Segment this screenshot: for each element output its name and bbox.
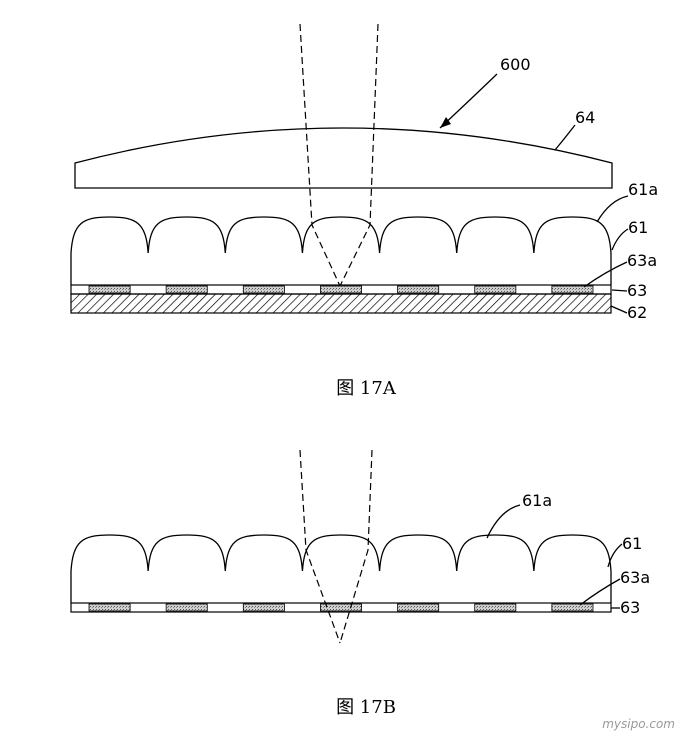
leader-63a bbox=[583, 261, 628, 288]
label-61: 61 bbox=[628, 218, 648, 237]
label-63: 63 bbox=[620, 598, 640, 617]
pixel-63a bbox=[88, 603, 131, 612]
pixel-63a bbox=[397, 603, 440, 612]
light-ray-left bbox=[299, 449, 341, 644]
caption-17b: 图 17B bbox=[336, 697, 396, 718]
label-63: 63 bbox=[627, 281, 647, 300]
leader-61a bbox=[596, 195, 629, 223]
pixel-63a bbox=[88, 285, 131, 294]
label-63a: 63a bbox=[627, 251, 657, 270]
lenslet-array-61 bbox=[70, 534, 612, 603]
pixel-63a bbox=[242, 285, 285, 294]
pixel-row-63a bbox=[88, 285, 594, 294]
figure-17b: 61a 61 63a 63 图 17B bbox=[70, 449, 650, 718]
figure-17a: 600 64 61a 61 63a 63 62 图 17A bbox=[70, 23, 658, 399]
pixel-63a bbox=[320, 285, 362, 294]
pixel-row-63a bbox=[88, 603, 594, 612]
label-61a: 61a bbox=[628, 180, 658, 199]
pixel-63a bbox=[320, 603, 362, 612]
label-63a: 63a bbox=[620, 568, 650, 587]
pixel-63a bbox=[242, 603, 285, 612]
leader-63 bbox=[611, 289, 628, 292]
pixel-63a bbox=[474, 285, 517, 294]
pixel-63a bbox=[474, 603, 517, 612]
lens-64 bbox=[74, 127, 613, 189]
light-ray-right bbox=[339, 23, 379, 287]
pixel-63a bbox=[397, 285, 440, 294]
caption-17a: 图 17A bbox=[336, 378, 397, 399]
lenslet-outline bbox=[70, 534, 612, 603]
leader-61 bbox=[611, 228, 629, 251]
label-61a: 61a bbox=[522, 491, 552, 510]
leader-63a bbox=[579, 578, 621, 606]
leader-64 bbox=[554, 124, 576, 151]
substrate-62 bbox=[70, 293, 612, 314]
label-62: 62 bbox=[627, 303, 647, 322]
pixel-63a bbox=[551, 285, 594, 294]
leader-61a bbox=[486, 504, 521, 539]
lenslet-array-61 bbox=[70, 216, 612, 285]
leader-61 bbox=[607, 543, 623, 568]
lenslet-outline bbox=[70, 216, 612, 285]
label-600: 600 bbox=[500, 55, 531, 74]
pixel-63a bbox=[165, 285, 208, 294]
light-ray-left bbox=[299, 23, 341, 287]
arrowhead-600 bbox=[440, 117, 451, 128]
watermark: mysipo.com bbox=[602, 717, 675, 731]
leader-62 bbox=[610, 305, 628, 314]
pixel-63a bbox=[551, 603, 594, 612]
pixel-63a bbox=[165, 603, 208, 612]
label-64: 64 bbox=[575, 108, 595, 127]
label-61: 61 bbox=[622, 534, 642, 553]
leader-600 bbox=[439, 73, 498, 129]
light-ray-right bbox=[339, 449, 373, 644]
